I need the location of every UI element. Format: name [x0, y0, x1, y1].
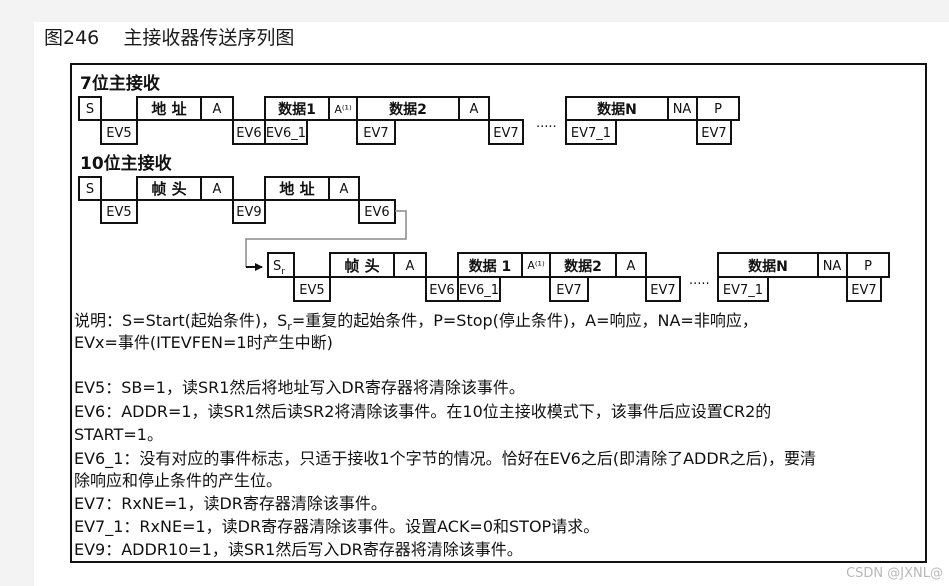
legend-line-1: 说明：S=Start(起始条件)，Sr=重复的起始条件，P=Stop(停止条件)… — [74, 311, 758, 334]
label-event: EV7_1 — [571, 126, 611, 141]
label-event: EV7 — [363, 126, 388, 141]
label-ack: A — [627, 259, 636, 274]
box-event — [696, 119, 732, 145]
label-ack: A — [213, 182, 222, 197]
ellipsis: ..... — [536, 116, 557, 131]
label-event: EV7 — [701, 126, 726, 141]
label-event: EV6_1 — [459, 283, 499, 298]
label-event: EV6 — [236, 126, 261, 141]
event-note: EV5：SB=1，读SR1然后将地址写入DR寄存器将清除该事件。 — [74, 378, 525, 397]
box-event — [717, 276, 769, 302]
diagram-frame — [70, 63, 927, 563]
legend-line-2: EVx=事件(ITEVFEN=1时产生中断) — [74, 333, 333, 352]
box-restart — [267, 252, 295, 278]
label-restart: Sr — [273, 259, 285, 277]
label-nack: NA — [673, 102, 692, 117]
label-event: EV7 — [493, 126, 518, 141]
label-ack: A — [406, 259, 415, 274]
box-event — [293, 276, 331, 302]
label-ack-note: A⁽¹⁾ — [334, 103, 352, 116]
box-ack — [615, 252, 647, 278]
box-start — [78, 176, 102, 201]
box-event — [645, 276, 681, 302]
label-address: 地 址 — [279, 180, 314, 198]
box-event — [264, 119, 308, 145]
figure-title: 图246 主接收器传送序列图 — [44, 27, 295, 49]
label-event: EV6_1 — [266, 126, 306, 141]
label-stop: P — [714, 102, 722, 117]
connector-line — [245, 210, 407, 267]
label-ack: A — [470, 102, 479, 117]
event-note: EV7_1：RxNE=1，读DR寄存器清除该事件。设置ACK=0和STOP请求。 — [74, 517, 600, 536]
label-data2: 数据2 — [564, 258, 602, 275]
label-data2: 数据2 — [389, 101, 427, 118]
section-title-10bit: 10位主接收 — [80, 154, 172, 174]
label-stop: P — [864, 259, 872, 274]
label-start: S — [86, 102, 94, 117]
event-note: EV9：ADDR10=1，读SR1然后写入DR寄存器将清除该事件。 — [74, 540, 523, 559]
event-note: EV7：RxNE=1，读DR寄存器清除该事件。 — [74, 494, 387, 513]
label-ack: A — [213, 102, 222, 117]
ellipsis: ..... — [689, 273, 710, 288]
label-event: EV9 — [236, 205, 261, 220]
box-event — [488, 119, 524, 145]
label-dataN: 数据N — [597, 101, 637, 118]
label-event: EV6 — [429, 283, 454, 298]
label-event: EV7 — [556, 283, 581, 298]
box-event — [356, 119, 396, 145]
label-ack: A — [340, 182, 349, 197]
box-event — [100, 119, 138, 145]
box-event — [100, 199, 138, 224]
label-address: 地 址 — [151, 100, 186, 118]
box-ack — [200, 96, 234, 121]
label-event: EV5 — [106, 126, 131, 141]
label-header: 帧 头 — [344, 257, 379, 275]
label-start: S — [86, 182, 94, 197]
box-start — [78, 96, 102, 121]
label-header: 帧 头 — [151, 180, 186, 198]
label-data1: 数据 1 — [469, 258, 512, 275]
label-ack-note: A⁽¹⁾ — [527, 259, 545, 272]
box-ack — [328, 176, 360, 201]
label-data1: 数据1 — [278, 101, 316, 118]
box-ack — [393, 252, 427, 278]
watermark: CSDN @JXNL@ — [846, 566, 943, 581]
section-title-7bit: 7位主接收 — [80, 74, 160, 94]
box-event — [846, 276, 882, 302]
label-event: EV7 — [650, 283, 675, 298]
label-event: EV6 — [364, 205, 389, 220]
event-note: 除响应和停止条件的产生位。 — [74, 471, 283, 490]
box-event — [565, 119, 617, 145]
event-note: START=1。 — [74, 425, 163, 444]
box-ack — [200, 176, 234, 201]
box-event — [457, 276, 501, 302]
label-event: EV5 — [299, 283, 324, 298]
label-dataN: 数据N — [748, 258, 788, 275]
label-event: EV5 — [106, 205, 131, 220]
label-event: EV7_1 — [723, 283, 763, 298]
label-event: EV7 — [851, 283, 876, 298]
event-note: EV6_1：没有对应的事件标志，只适于接收1个字节的情况。恰好在EV6之后(即清… — [74, 449, 817, 468]
label-nack: NA — [823, 259, 842, 274]
box-event — [549, 276, 589, 302]
box-ack — [458, 96, 490, 121]
event-note: EV6：ADDR=1，读SR1然后读SR2将清除该事件。在10位主接收模式下，该… — [74, 402, 772, 421]
box-event — [232, 199, 266, 224]
